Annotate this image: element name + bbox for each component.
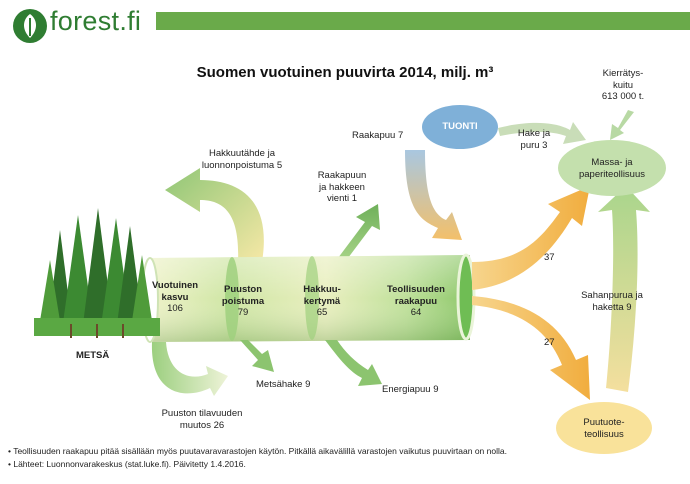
stage-kasvu: Vuotuinen kasvu 106 <box>151 280 199 314</box>
forest-logo-icon <box>13 9 47 43</box>
puutuote-node <box>556 402 652 454</box>
logo-text: forest.fi <box>50 6 142 36</box>
tuonti-arrow <box>405 150 462 240</box>
pipe-ring-hakkuu <box>305 256 319 340</box>
header-bar <box>156 12 690 30</box>
hake-arrow <box>498 122 586 144</box>
puutuote-flow-arrow <box>472 296 590 400</box>
label-massa-value: 37 <box>544 252 555 263</box>
label-sahanpurua: Sahanpurua ja haketta 9 <box>581 290 643 313</box>
tilavuus-arrow <box>151 342 228 396</box>
stage-teollisuus: Teollisuuden raakapuu 64 <box>387 284 445 318</box>
kierratys-arrow <box>610 110 634 140</box>
forest-trees <box>34 208 160 338</box>
label-hake-puru: Hake ja puru 3 <box>517 128 551 151</box>
footnote-2: • Lähteet: Luonnonvarakeskus (stat.luke.… <box>8 459 246 469</box>
pipe-ring-teollisuus <box>456 253 476 341</box>
label-metsahake: Metsähake 9 <box>256 379 311 390</box>
label-tilavuus: Puuston tilavuuden muutos 26 <box>161 408 243 431</box>
massa-flow-arrow <box>472 186 590 290</box>
node-metsa-label: METSÄ <box>76 350 110 361</box>
label-energiapuu: Energiapuu 9 <box>382 384 439 395</box>
tuonti-node <box>422 105 498 149</box>
massa-node <box>558 140 666 196</box>
stage-hakkuu: Hakkuu- kertymä 65 <box>303 284 341 318</box>
node-tuonti-label: TUONTI <box>442 121 478 132</box>
energiapuu-arrow <box>325 340 382 386</box>
label-kierratyskuitu: Kierrätys- kuitu 613 000 t. <box>601 68 645 102</box>
stage-poistuma: Puuston poistuma 79 <box>221 284 265 318</box>
sahanpurua-arrow <box>598 186 650 392</box>
diagram-title: Suomen vuotuinen puuvirta 2014, milj. m³ <box>196 64 494 81</box>
label-raakapuu-tuonti: Raakapuu 7 <box>352 130 404 141</box>
node-puutuote-label: Puutuote- teollisuus <box>583 417 625 440</box>
hakkuutahde-arrow <box>165 168 264 262</box>
label-hakkuutahde: Hakkuutähde ja luonnonpoistuma 5 <box>201 148 283 171</box>
metsahake-arrow <box>240 340 274 372</box>
label-puutuote-value: 27 <box>544 337 555 348</box>
footnote-1: • Teollisuuden raakapuu pitää sisällään … <box>8 446 507 456</box>
vienti-arrow <box>335 204 380 262</box>
node-massa-label: Massa- ja paperiteollisuus <box>578 157 645 180</box>
pipe-ring-poistuma <box>225 257 239 341</box>
label-vienti: Raakapuun ja hakkeen vienti 1 <box>317 170 367 204</box>
